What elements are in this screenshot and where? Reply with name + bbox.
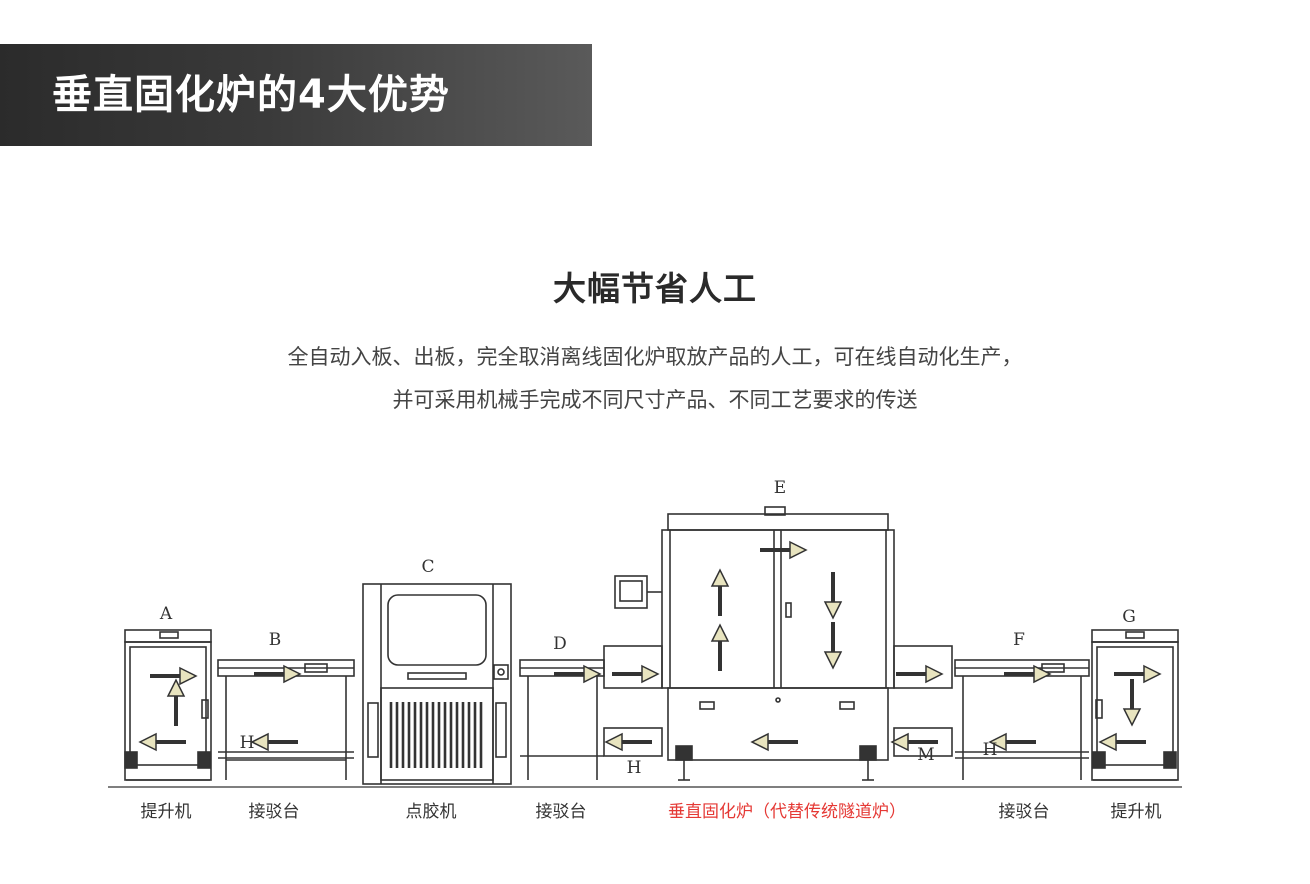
letter-h-3: H bbox=[983, 740, 998, 760]
connector-table-b bbox=[217, 659, 355, 780]
lift-machine-a bbox=[124, 629, 212, 781]
section-desc-line1: 全自动入板、出板，完全取消离线固化炉取放产品的人工，可在线自动化生产， bbox=[287, 345, 1023, 369]
letter-g: G bbox=[1122, 607, 1136, 627]
label-oven: 垂直固化炉（代替传统隧道炉） bbox=[668, 802, 906, 822]
label-lift-right: 提升机 bbox=[1110, 802, 1162, 822]
section-heading: 大幅节省人工 bbox=[553, 269, 757, 308]
letter-m: M bbox=[917, 745, 934, 765]
connector-table-f bbox=[954, 659, 1090, 780]
label-dispenser: 点胶机 bbox=[405, 802, 457, 822]
banner-title: 垂直固化炉的4大优势 bbox=[52, 72, 450, 118]
dispensing-machine-c bbox=[362, 583, 512, 785]
letter-b: B bbox=[269, 630, 282, 650]
letter-c: C bbox=[421, 557, 434, 577]
letter-e: E bbox=[774, 478, 786, 498]
production-line-diagram: A B C D E F G H H H M bbox=[108, 478, 1182, 788]
label-connector-d: 接驳台 bbox=[535, 802, 587, 822]
letter-h-1: H bbox=[240, 733, 255, 753]
label-connector-f: 接驳台 bbox=[998, 802, 1050, 822]
label-lift-left: 提升机 bbox=[140, 802, 192, 822]
lift-machine-g bbox=[1091, 629, 1179, 781]
letter-f: F bbox=[1013, 630, 1025, 650]
section-desc-line2: 并可采用机械手完成不同尺寸产品、不同工艺要求的传送 bbox=[392, 388, 918, 412]
letter-h-2: H bbox=[627, 758, 642, 778]
title-banner: 垂直固化炉的4大优势 bbox=[0, 44, 592, 146]
letter-a: A bbox=[159, 604, 173, 624]
letter-d: D bbox=[553, 634, 567, 654]
label-connector-b: 接驳台 bbox=[248, 802, 300, 822]
vertical-curing-oven-e bbox=[603, 506, 953, 781]
